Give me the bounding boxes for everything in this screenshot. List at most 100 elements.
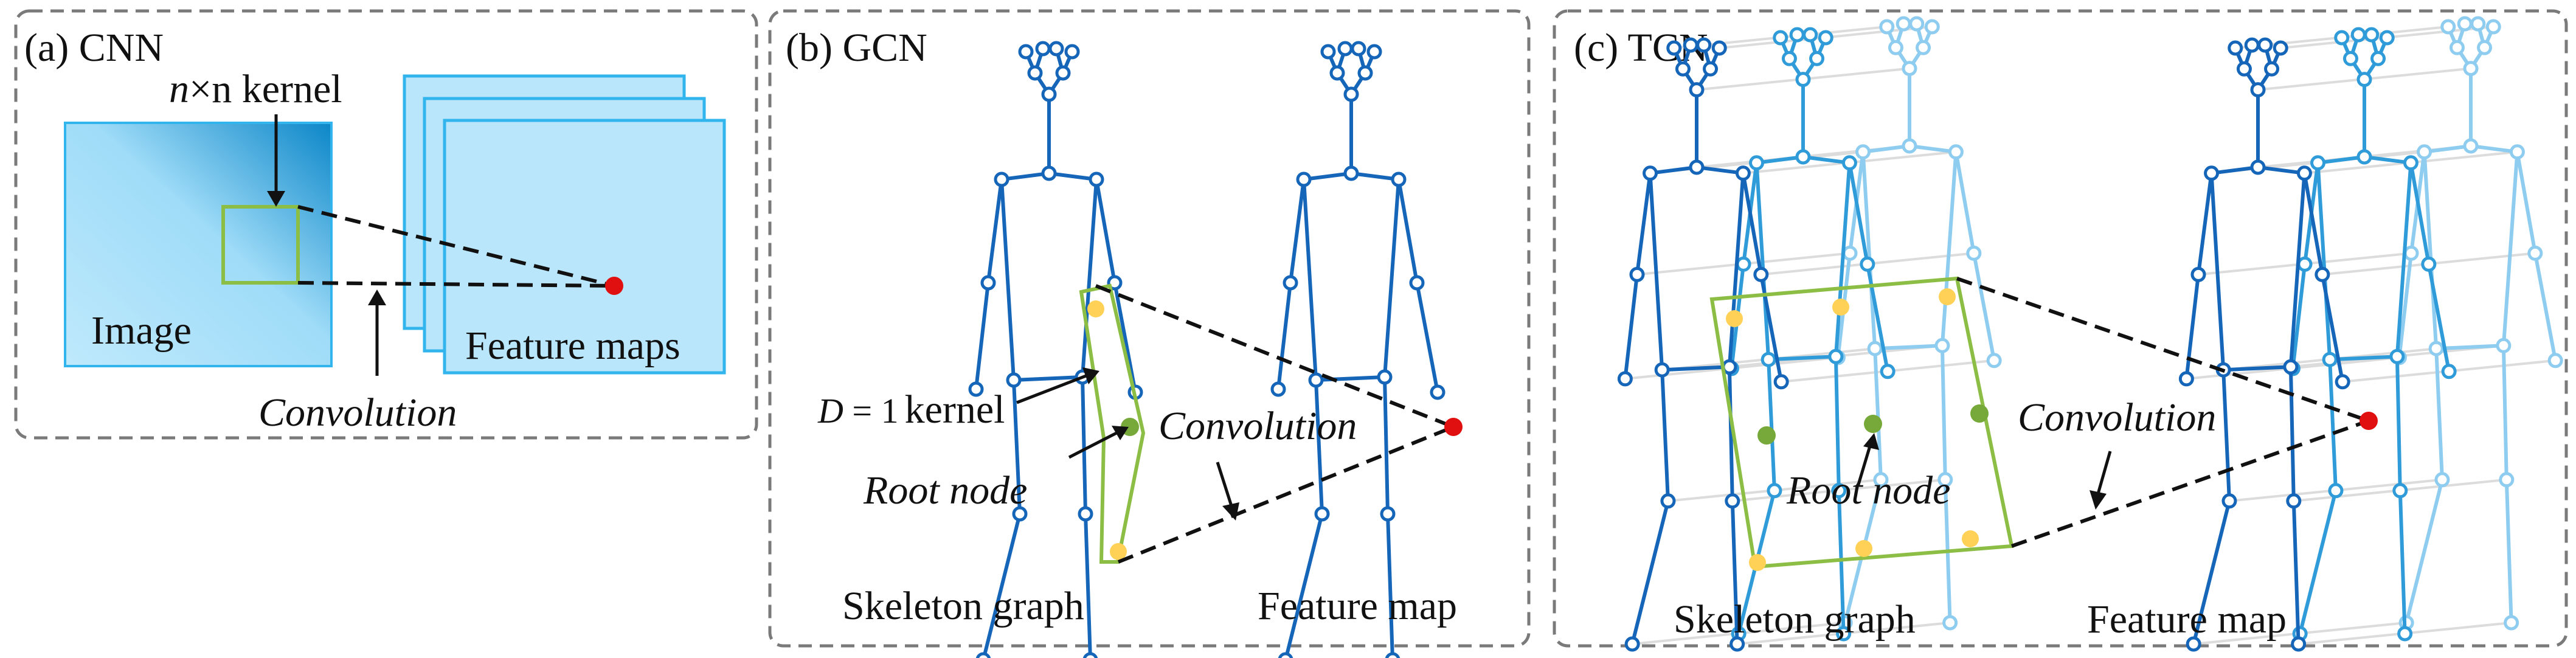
skeleton-joint bbox=[1729, 636, 1745, 652]
skeleton-joint bbox=[2527, 245, 2543, 261]
tcn-root-arrow bbox=[1856, 443, 1872, 487]
skeleton-joint bbox=[1828, 348, 1844, 364]
skeleton-bone bbox=[1383, 178, 1401, 379]
skeleton-joint bbox=[968, 381, 984, 397]
skeleton-bone bbox=[2363, 155, 2413, 165]
skeleton-joint bbox=[2496, 338, 2512, 353]
skeleton-joint bbox=[1789, 27, 1805, 43]
skeleton-bone bbox=[2409, 161, 2431, 266]
skeleton-joint bbox=[1006, 372, 1022, 388]
cnn-feature-label: Feature maps bbox=[465, 324, 680, 368]
skeleton-joint bbox=[1767, 483, 1782, 499]
skeleton-bone bbox=[1635, 171, 1652, 277]
skeleton-joint bbox=[994, 171, 1009, 187]
skeleton-joint bbox=[1966, 245, 1982, 261]
skeleton-joint bbox=[1942, 615, 1958, 631]
skeleton-bone bbox=[1012, 375, 1084, 382]
skeleton-bone bbox=[2184, 272, 2200, 381]
skeleton-bone bbox=[1727, 365, 1734, 503]
skeleton-joint bbox=[2441, 364, 2457, 379]
skeleton-joint bbox=[2221, 493, 2237, 509]
skeleton-joint bbox=[2485, 19, 2501, 35]
tcn-feature-label: Feature map bbox=[2087, 597, 2287, 642]
skeleton-bone bbox=[2320, 272, 2345, 384]
panel-cnn: (a) CNN n×n kernel Image Feature maps Co… bbox=[14, 9, 758, 440]
skeleton-joint bbox=[2190, 266, 2206, 282]
skeleton-bone bbox=[2422, 150, 2439, 351]
skeleton-bone bbox=[1276, 281, 1292, 391]
skeleton-joint bbox=[1041, 165, 1057, 181]
skeleton-bone bbox=[2288, 365, 2296, 503]
skeleton-bone bbox=[1754, 161, 1771, 362]
skeleton-bone bbox=[1660, 365, 1731, 372]
skeleton-bone bbox=[1727, 171, 1745, 369]
skeleton-joint bbox=[1781, 50, 1797, 66]
skeleton-joint bbox=[2499, 472, 2515, 488]
skeleton-bone bbox=[1012, 378, 1022, 516]
tcn-output-node bbox=[2360, 412, 2378, 430]
skeleton-joint bbox=[1842, 245, 1858, 261]
skeleton-joint bbox=[2296, 165, 2312, 181]
skeleton-joint bbox=[1089, 171, 1104, 187]
gcn-root-arrow-head bbox=[1112, 426, 1129, 440]
skeleton-joint bbox=[1761, 352, 1776, 367]
skeleton-joint bbox=[2504, 615, 2519, 631]
skeleton-bone bbox=[1873, 344, 1944, 351]
skeleton-joint bbox=[2470, 16, 2486, 32]
skeleton-joint bbox=[1836, 626, 1852, 642]
gcn-feature-label: Feature map bbox=[1258, 584, 1457, 628]
skeleton-joint bbox=[1749, 155, 1765, 171]
skeleton-bone bbox=[2434, 344, 2505, 351]
skeleton-joint bbox=[980, 275, 996, 291]
skeleton-bone bbox=[2291, 262, 2307, 370]
skeleton-joint bbox=[1841, 155, 1857, 171]
skeleton-joint bbox=[2204, 165, 2220, 181]
skeleton-bone bbox=[1047, 171, 1098, 181]
skeleton-bone bbox=[1084, 512, 1092, 658]
skeleton-joint bbox=[2283, 359, 2299, 375]
skeleton-joint bbox=[1278, 652, 1293, 658]
skeleton-joint bbox=[1703, 61, 1719, 77]
skeleton-joint bbox=[2342, 50, 2358, 66]
skeleton-joint bbox=[2477, 40, 2493, 55]
skeleton-joint bbox=[1617, 371, 1633, 387]
skeleton-bone bbox=[986, 178, 1003, 285]
skeleton-bone bbox=[1095, 178, 1117, 285]
skeleton-joint bbox=[2449, 40, 2465, 55]
skeleton-joint bbox=[2463, 138, 2479, 154]
skeleton-joint bbox=[1035, 41, 1051, 57]
skeleton-joint bbox=[1314, 506, 1330, 522]
skeleton-joint bbox=[1855, 144, 1871, 160]
skeleton-bone bbox=[1730, 499, 1739, 646]
skeleton-joint bbox=[1896, 16, 1911, 32]
skeleton-bone bbox=[2197, 171, 2214, 277]
cnn-projection-line bbox=[297, 281, 615, 288]
tcn-neighbor-node bbox=[1962, 530, 1979, 547]
skeleton-bone bbox=[1113, 281, 1137, 394]
skeleton-bone bbox=[2209, 171, 2226, 372]
skeleton-bone bbox=[1833, 161, 1852, 359]
skeleton-frame bbox=[2391, 16, 2563, 631]
skeleton-joint bbox=[1012, 506, 1028, 522]
skeleton-joint bbox=[2322, 352, 2338, 367]
skeleton-joint bbox=[2334, 30, 2350, 46]
gcn-convolution-arrow-head bbox=[1222, 502, 1239, 521]
panel-gcn-border bbox=[768, 9, 1531, 648]
skeleton-bone bbox=[2426, 262, 2451, 373]
skeleton-joint bbox=[1802, 27, 1818, 43]
skeleton-bone bbox=[2501, 150, 2519, 348]
skeleton-joint bbox=[1683, 37, 1698, 53]
cnn-projection-line bbox=[297, 205, 615, 288]
skeleton-joint bbox=[1924, 19, 1940, 35]
skeleton-bone bbox=[1767, 358, 1776, 493]
skeleton-bone bbox=[2291, 499, 2301, 646]
feature-map-layer bbox=[443, 119, 726, 375]
skeleton-joint bbox=[1696, 37, 1712, 53]
cnn-convolution-label: Convolution bbox=[258, 390, 457, 435]
skeleton-bone bbox=[1648, 171, 1664, 372]
skeleton-joint bbox=[2350, 27, 2366, 43]
tcn-kernel-outline bbox=[1709, 276, 2014, 569]
skeleton-frame bbox=[2178, 37, 2350, 652]
skeleton-bone bbox=[2504, 477, 2513, 625]
